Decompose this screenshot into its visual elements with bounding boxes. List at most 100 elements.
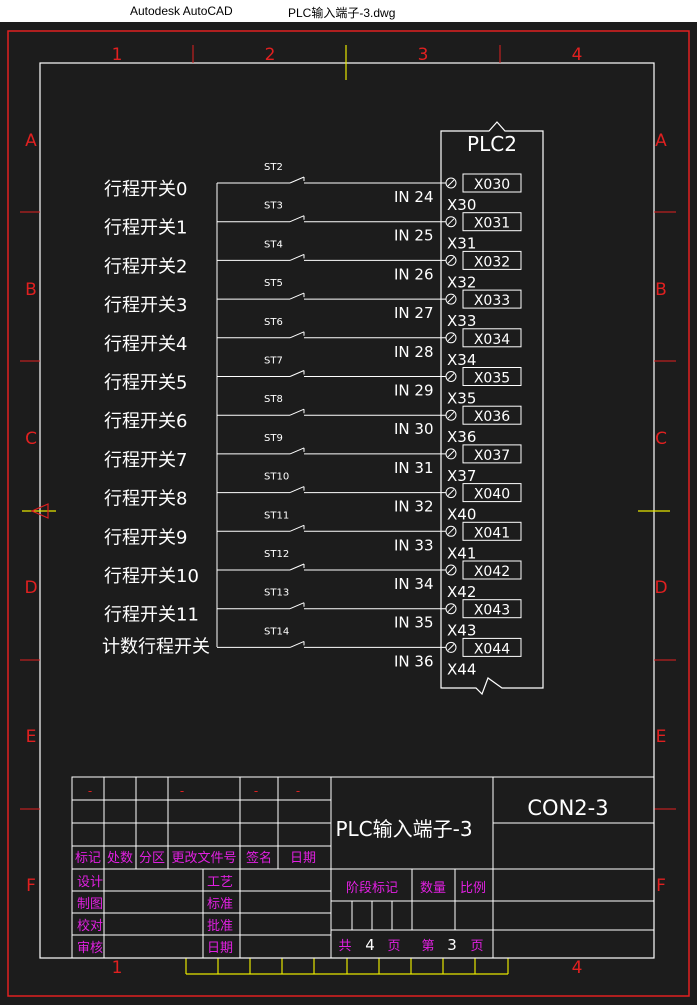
role-cell: 校对 xyxy=(77,918,103,934)
switch-label: 行程开关11 xyxy=(104,605,199,626)
terminal-box xyxy=(462,444,522,464)
plc-module[interactable]: PLC2 xyxy=(440,121,544,696)
header-cell: 处数 xyxy=(107,851,133,866)
role-cell: 日期 xyxy=(207,941,233,956)
switch-label: 行程开关0 xyxy=(104,179,187,200)
plc-address: X36 xyxy=(447,428,476,446)
terminal-id: X037 xyxy=(474,448,510,464)
outer-frame xyxy=(7,30,690,997)
terminal-screw-icon xyxy=(445,641,457,653)
header-cell: 签名 xyxy=(246,850,272,866)
st-label: ST3 xyxy=(264,201,283,212)
terminal-screw-slash xyxy=(447,257,455,264)
switch-label: 行程开关2 xyxy=(104,256,187,277)
terminal-screw-slash xyxy=(447,527,455,535)
switch-label: 行程开关4 xyxy=(104,334,187,355)
input-label: IN 29 xyxy=(394,382,434,400)
plc-address: X33 xyxy=(447,312,476,330)
title-block xyxy=(71,776,655,959)
input-label: IN 31 xyxy=(394,459,434,477)
input-label: IN 30 xyxy=(394,420,434,438)
input-label: IN 24 xyxy=(394,188,434,206)
switch-label: 行程开关7 xyxy=(104,450,187,471)
switch-label: 行程开关6 xyxy=(104,411,187,432)
row-label: A xyxy=(25,131,37,151)
terminal-screw-slash xyxy=(447,295,455,303)
col-label: 3 xyxy=(418,45,429,65)
switch-contact xyxy=(289,524,305,532)
st-label: ST13 xyxy=(264,588,289,599)
st-label: ST10 xyxy=(264,472,289,483)
plc-address: X42 xyxy=(447,583,476,601)
file-name: PLC输入端子-3.dwg xyxy=(288,6,396,20)
switch-label: 行程开关9 xyxy=(104,527,187,548)
row-label: E xyxy=(26,727,37,747)
window-titlebar: Autodesk AutoCAD PLC输入端子-3.dwg xyxy=(0,0,697,22)
role-cell: 工艺 xyxy=(207,875,233,890)
input-label: IN 26 xyxy=(394,265,434,283)
plc-address: X30 xyxy=(447,196,476,214)
terminal-id: X040 xyxy=(474,487,510,503)
terminal-box xyxy=(462,173,522,193)
input-label: IN 27 xyxy=(394,304,434,322)
terminal-screw-icon xyxy=(445,487,457,499)
terminal-id: X035 xyxy=(474,371,510,387)
header-cell: 标记 xyxy=(75,851,101,866)
terminal-box xyxy=(462,250,522,270)
terminal-box xyxy=(462,367,522,386)
switch-label: 计数行程开关 xyxy=(102,636,210,657)
switch-contact xyxy=(289,292,305,300)
header-cell: 分区 xyxy=(139,851,165,866)
terminal-box xyxy=(462,405,522,425)
st-label: ST2 xyxy=(264,162,283,173)
terminal-screw-icon xyxy=(445,254,457,266)
plc-address: X32 xyxy=(447,273,476,291)
drawing-title: PLC输入端子-3 xyxy=(335,817,472,841)
row-label: F xyxy=(26,876,36,896)
terminal-screw-slash xyxy=(447,450,455,458)
terminal-screw-icon xyxy=(445,525,457,537)
row-label: B xyxy=(655,280,667,300)
terminal-screw-icon xyxy=(445,409,457,421)
terminal-screw-slash xyxy=(447,605,455,613)
switch-contact xyxy=(289,563,305,571)
terminal-screw-icon xyxy=(445,332,457,344)
st-label: ST6 xyxy=(264,317,283,328)
row-label: C xyxy=(25,429,37,449)
input-label: IN 36 xyxy=(394,652,434,670)
switch-contact xyxy=(289,215,305,223)
dash-mark: - xyxy=(88,784,92,798)
terminal-screw-icon xyxy=(445,564,457,576)
terminal-box xyxy=(462,637,522,657)
terminal-screw-slash xyxy=(447,566,455,574)
switch-label: 行程开关1 xyxy=(104,218,187,239)
drawing-number: CON2-3 xyxy=(527,796,608,820)
terminal-screw-slash xyxy=(447,411,455,419)
plc-title: PLC2 xyxy=(467,132,517,156)
plc-address: X40 xyxy=(447,506,476,524)
switch-contact xyxy=(289,486,305,494)
terminal-screw-icon xyxy=(445,177,457,189)
terminal-id: X030 xyxy=(474,177,510,193)
row-label: D xyxy=(654,578,667,598)
terminal-id: X042 xyxy=(474,564,510,580)
plc-outline xyxy=(440,121,544,696)
title-block-text: - - - - 标记 处数 分区 更改文件号 签名 日期 设计 制图 校对 审核… xyxy=(75,784,609,956)
terminal-screw-slash xyxy=(447,489,455,496)
input-label: IN 33 xyxy=(394,536,434,554)
center-marks xyxy=(22,45,670,975)
switch-contact xyxy=(289,447,305,455)
col-label: 2 xyxy=(265,45,276,65)
st-label: ST14 xyxy=(264,626,289,637)
terminal-id: X034 xyxy=(474,332,510,348)
terminal-screw-slash xyxy=(447,218,455,226)
total-prefix: 共 xyxy=(338,939,351,954)
switch-contact xyxy=(289,253,305,261)
frame-labels: 1 2 3 4 A A B B C C D D E E F F 1 4 xyxy=(24,45,667,978)
dash-mark: - xyxy=(180,784,184,798)
sheet-prefix: 第 xyxy=(421,939,434,954)
row-label: D xyxy=(24,578,37,598)
drawing-canvas[interactable]: 1 2 3 4 A A B B C C D D E E F F 1 4 PLC2… xyxy=(0,22,697,1005)
switch-contact xyxy=(289,370,305,377)
